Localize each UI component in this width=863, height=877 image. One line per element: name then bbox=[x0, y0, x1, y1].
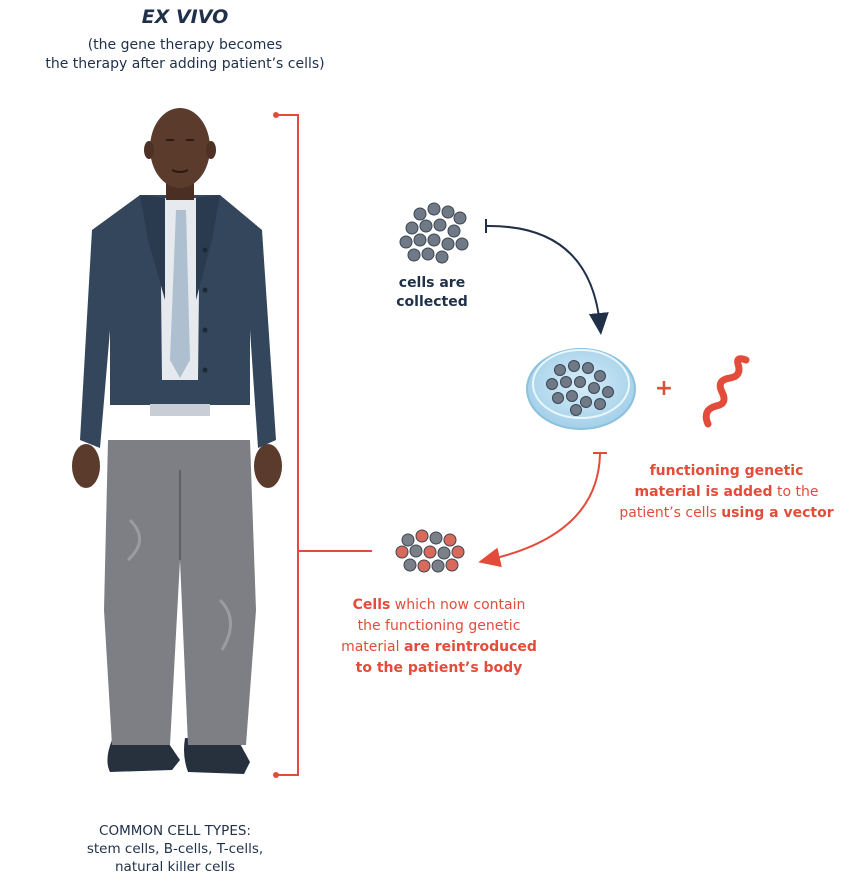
reintroduced-line-2: the functioning genetic bbox=[300, 616, 578, 637]
reintroduced-line-3: material are reintroduced bbox=[300, 637, 578, 658]
material-added-line-1-bold: functioning genetic bbox=[650, 463, 804, 479]
cells-collected-line-2: collected bbox=[372, 293, 492, 312]
common-cell-types-heading: COMMON CELL TYPES: bbox=[40, 822, 310, 840]
collected-cells-cluster bbox=[400, 203, 468, 263]
material-added-line-3: patient’s cells using a vector bbox=[590, 503, 863, 524]
material-added-line-2-bold: material is added bbox=[635, 484, 773, 500]
reintroduced-line-2-normal: the functioning genetic bbox=[358, 618, 521, 634]
genetic-material-squiggle bbox=[706, 359, 746, 424]
reintroduced-line-1: Cells which now contain bbox=[300, 595, 578, 616]
reintroduced-line-1-bold: Cells bbox=[353, 597, 391, 613]
material-added-line-3-normal: patient’s cells bbox=[619, 505, 721, 521]
collect-arrow bbox=[486, 219, 600, 325]
plus-sign: + bbox=[655, 376, 673, 401]
reintroduced-line-3-normal: material bbox=[341, 639, 404, 655]
material-added-line-2-normal: to the bbox=[773, 484, 819, 500]
material-added-line-3-bold: using a vector bbox=[721, 505, 833, 521]
reintroduced-line-4: to the patient’s body bbox=[300, 658, 578, 679]
cells-collected-line-1: cells are bbox=[372, 274, 492, 293]
reintroduced-line-3-bold: are reintroduced bbox=[404, 639, 537, 655]
common-cell-types: COMMON CELL TYPES: stem cells, B-cells, … bbox=[40, 822, 310, 876]
modified-cells-cluster bbox=[396, 530, 464, 572]
reintroduced-line-1-normal: which now contain bbox=[390, 597, 525, 613]
petri-dish bbox=[527, 349, 635, 429]
cells-reintroduced-label: Cells which now contain the functioning … bbox=[300, 595, 578, 679]
material-added-line-2: material is added to the bbox=[590, 482, 863, 503]
reintroduced-line-4-bold: to the patient’s body bbox=[356, 660, 523, 676]
right-hand bbox=[254, 444, 282, 488]
head bbox=[150, 108, 210, 188]
left-hand bbox=[72, 444, 100, 488]
patient-figure bbox=[72, 108, 282, 774]
material-added-line-1: functioning genetic bbox=[590, 461, 863, 482]
common-cell-types-line-2: stem cells, B-cells, T-cells, bbox=[40, 840, 310, 858]
cells-collected-label: cells are collected bbox=[372, 274, 492, 312]
material-added-label: functioning genetic material is added to… bbox=[590, 461, 863, 524]
common-cell-types-line-3: natural killer cells bbox=[40, 858, 310, 876]
